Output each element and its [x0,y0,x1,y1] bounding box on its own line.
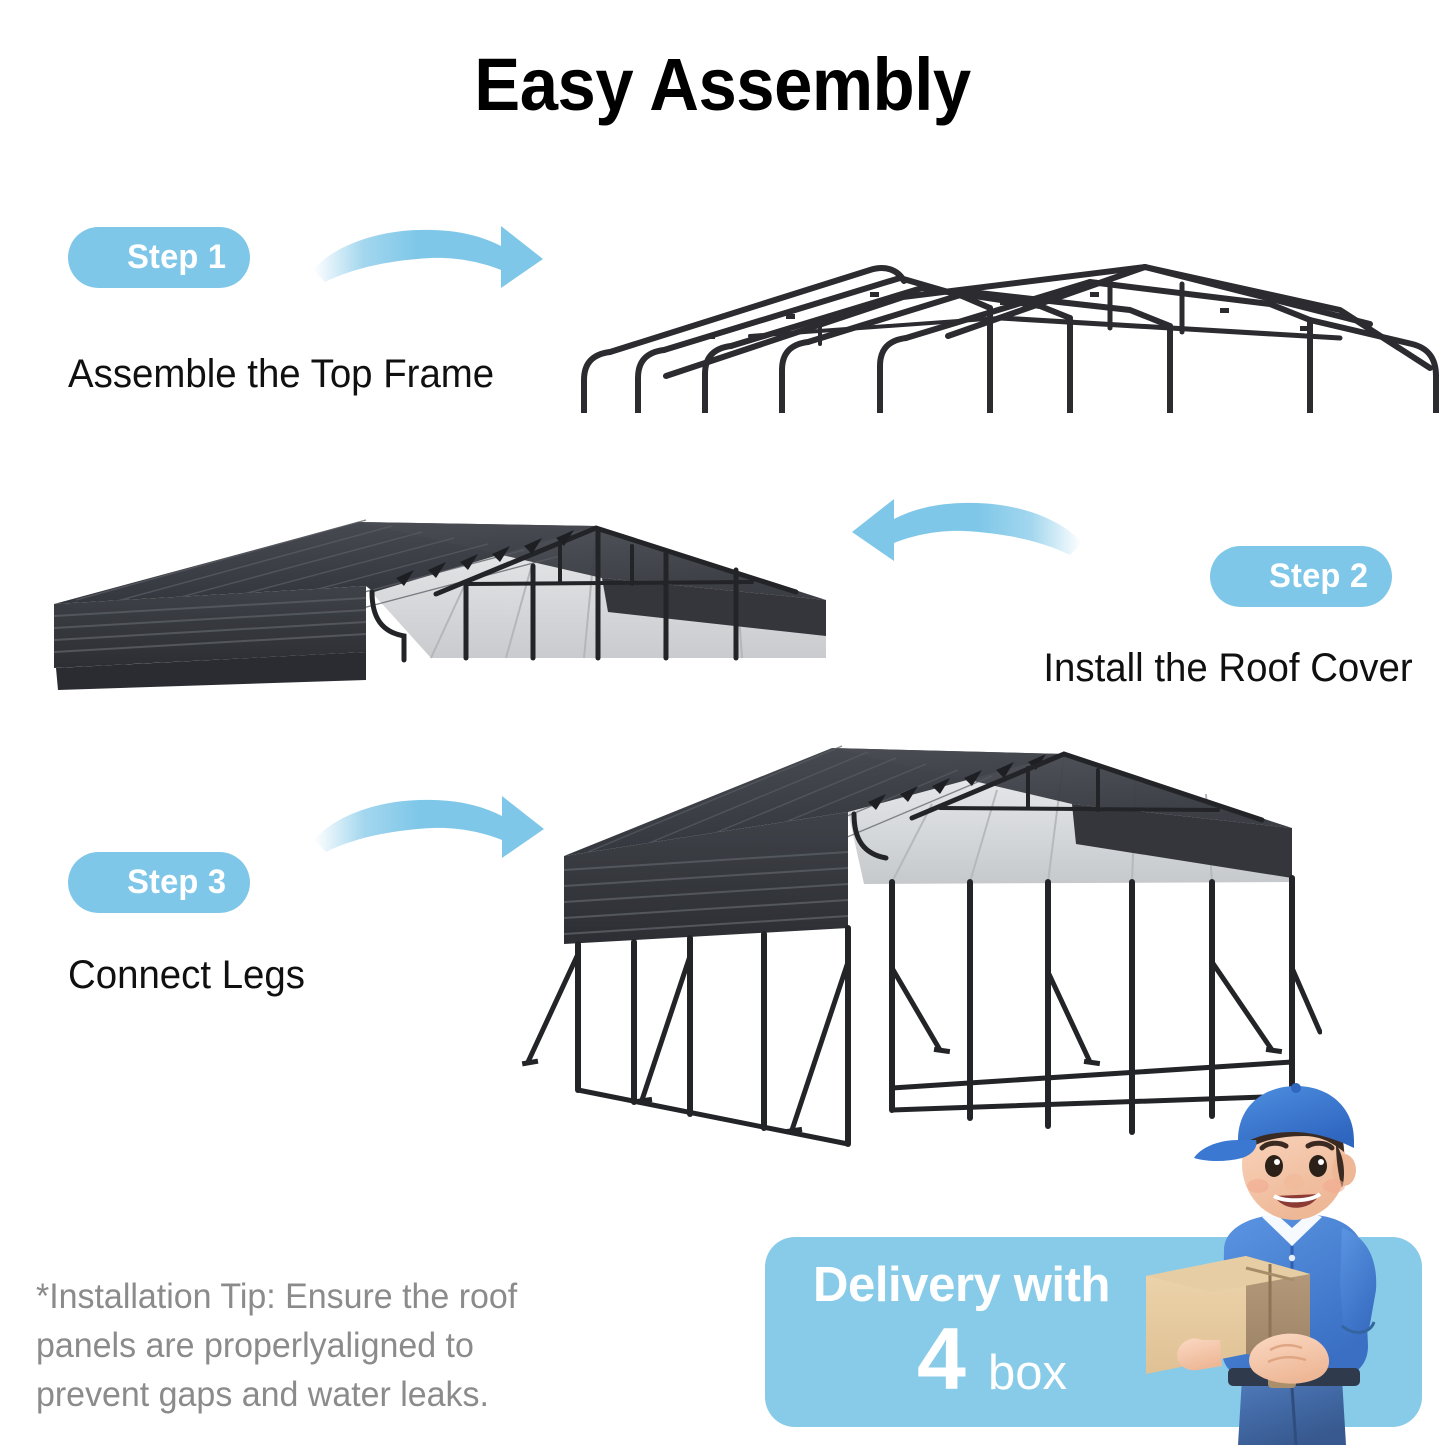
step-1-badge: Step 1 [68,227,250,288]
step-3-caption: Connect Legs [68,953,305,997]
page-title: Easy Assembly [474,43,971,126]
curved-arrow-left-icon [845,495,1090,600]
curved-arrow-right-icon [305,222,550,327]
step-2-badge-label: Step 2 [1268,557,1368,595]
delivery-box-count: 4 [917,1309,966,1408]
step-2-caption: Install the Roof Cover [1043,646,1413,690]
delivery-count-row: 4 box [917,1315,1067,1403]
carport-complete-illustration [492,732,1323,1162]
step-2-badge: Step 2 [1210,546,1392,607]
carport-roof-cover-illustration [36,508,841,698]
step-3-badge-label: Step 3 [126,863,226,901]
step-3-badge: Step 3 [68,852,250,913]
delivery-man-with-box-icon [1146,1078,1445,1446]
installation-tip: *Installation Tip: Ensure the roof panel… [36,1277,518,1414]
curved-arrow-right-icon-2 [306,792,551,897]
carport-top-frame-illustration [570,248,1445,471]
delivery-box-unit: box [987,1346,1067,1400]
delivery-headline: Delivery with [813,1258,1111,1312]
step-1-badge-label: Step 1 [126,238,226,276]
step-1-caption: Assemble the Top Frame [68,352,495,396]
